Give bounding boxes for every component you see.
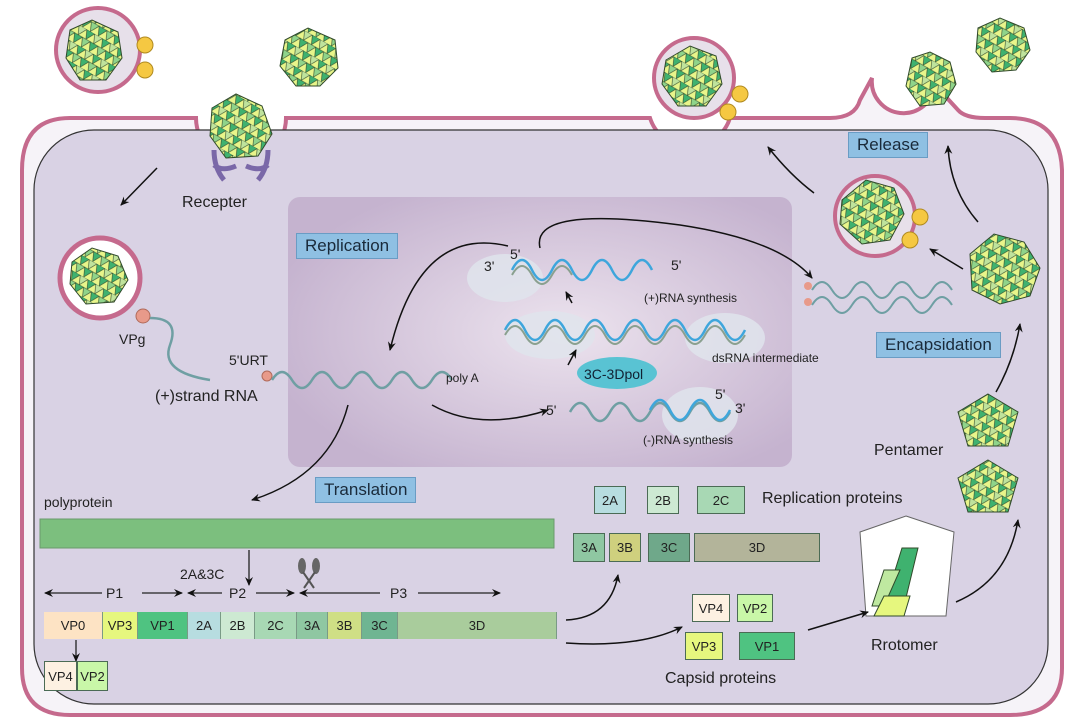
replication-protein-3d: 3D <box>694 533 820 562</box>
capsid-protein-vp1: VP1 <box>739 632 795 660</box>
stage-replication: Replication <box>296 233 399 259</box>
virus-vesicle-cytoplasm <box>833 174 929 258</box>
polyprotein-label: polyprotein <box>44 494 113 510</box>
protomer-label: Rrotomer <box>871 637 938 654</box>
replication-protein-2b: 2B <box>647 486 679 514</box>
genome-segment-vp0: VP0 <box>44 612 103 639</box>
virus-vesicle-release <box>652 36 749 121</box>
protomer-icon <box>859 515 955 617</box>
vp4-product: VP4 <box>44 661 77 691</box>
virus-budding <box>905 51 957 107</box>
capsid-protein-vp3: VP3 <box>685 632 723 660</box>
region-p1-label: P1 <box>104 585 126 601</box>
dsrna-label: dsRNA intermediate <box>712 351 819 365</box>
virus-uncoating <box>57 235 211 382</box>
replication-proteins-label: Replication proteins <box>762 490 903 507</box>
genome-segment-3b: 3B <box>328 612 362 639</box>
capsid-protein-vp2: VP2 <box>737 594 773 622</box>
capsid-proteins-label: Capsid proteins <box>665 670 777 687</box>
positive-strand-rna <box>270 370 454 390</box>
new-positive-rna <box>510 258 654 282</box>
genome-segment-vp3: VP3 <box>103 612 138 639</box>
mature-virion <box>969 233 1041 305</box>
polymerase-label: 3C-3Dpol <box>584 366 644 382</box>
strand-rna-label: (+)strand RNA <box>155 388 258 405</box>
poly-a-label: poly A <box>446 371 479 385</box>
replication-protein-2a: 2A <box>594 486 626 514</box>
end-3prime-label: 3' <box>735 400 746 416</box>
virus-vesicle-top-left <box>54 6 154 94</box>
replication-protein-2c: 2C <box>697 486 745 514</box>
genome-segment-3a: 3A <box>297 612 328 639</box>
end-5prime-label: 5' <box>715 386 726 402</box>
end-5prime-label: 5' <box>510 246 521 262</box>
end-5prime-label: 5' <box>546 402 557 418</box>
negative-synthesis-label: (-)RNA synthesis <box>643 433 734 447</box>
replication-protein-3a: 3A <box>573 533 605 562</box>
genome-segment-2c: 2C <box>255 612 297 639</box>
dsrna-strand <box>503 318 747 342</box>
polymerase-complex <box>577 357 657 389</box>
replication-protein-3c: 3C <box>648 533 690 562</box>
stage-release: Release <box>848 132 929 158</box>
vp2-product: VP2 <box>77 661 108 691</box>
end-3prime-label: 3' <box>484 258 495 274</box>
virus-particle <box>279 27 339 87</box>
utr-label: 5'URT <box>229 352 268 368</box>
genome-segment-vp1: VP1 <box>138 612 188 639</box>
genome-segment-2b: 2B <box>221 612 255 639</box>
pentamer-icon <box>957 459 1019 513</box>
virus-binding-receptor <box>209 93 273 182</box>
region-p2-label: P2 <box>227 585 249 601</box>
end-5prime-label: 5' <box>671 257 682 273</box>
scissors-icon <box>298 558 320 589</box>
replication-protein-3b: 3B <box>609 533 641 562</box>
receptor-label: Recepter <box>182 194 247 211</box>
capsid-protein-vp4: VP4 <box>692 594 730 622</box>
genome-segment-3d: 3D <box>398 612 557 639</box>
polyprotein-bar <box>39 518 555 549</box>
stage-translation: Translation <box>315 477 417 503</box>
positive-synthesis-label: (+)RNA synthesis <box>644 291 738 305</box>
stage-encapsidation: Encapsidation <box>876 332 1001 358</box>
genome-segment-2a: 2A <box>188 612 221 639</box>
region-p3-label: P3 <box>388 585 410 601</box>
negative-strand-rna <box>568 401 732 423</box>
pentamer-label: Pentamer <box>874 442 944 459</box>
vpg-dot <box>261 370 273 382</box>
genome-segment-3c: 3C <box>362 612 398 639</box>
protease-label: 2A&3C <box>180 566 225 582</box>
virus-released <box>975 17 1031 73</box>
vpg-label: VPg <box>119 331 146 347</box>
pentamer-icon <box>957 393 1019 447</box>
